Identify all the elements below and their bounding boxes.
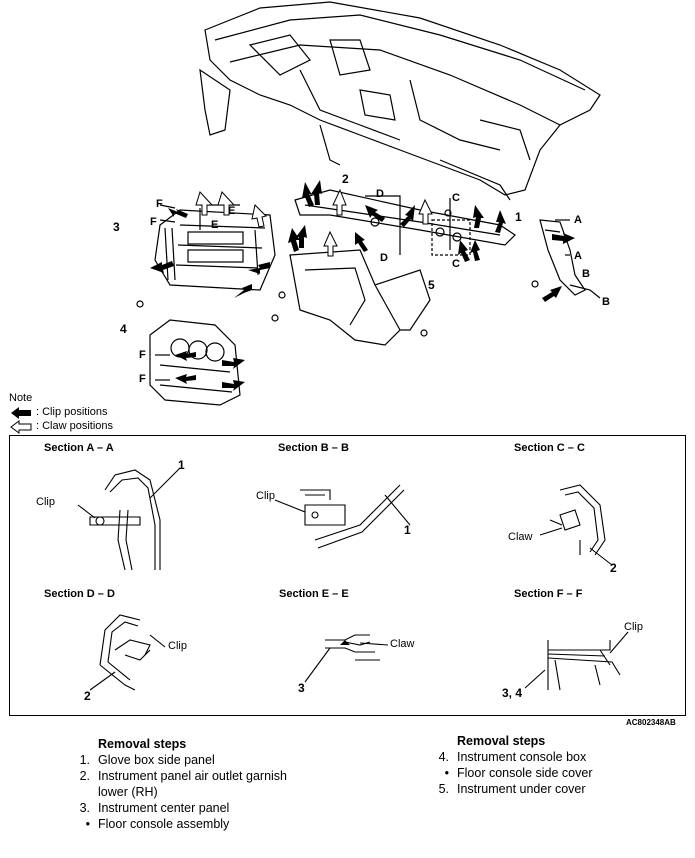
section-e-title: Section E – E [279,588,349,600]
section-d-clip-label: Clip [168,640,187,652]
marker-e-top: E [228,205,236,217]
section-f-drawing [524,631,629,691]
marker-e-bottom: E [211,219,219,231]
removal-heading-left: Removal steps [98,737,187,751]
console-box-outline [149,319,241,406]
callout-3: 3 [113,220,120,234]
callout-4: 4 [120,322,127,336]
section-a-part-label: 1 [178,458,185,472]
section-e-claw-label: Claw [390,638,415,650]
marker-d-bottom: D [380,252,388,264]
section-c-drawing [539,484,613,566]
marker-f-3: F [139,349,146,361]
callout-2: 2 [342,172,349,186]
section-a-drawing [77,467,181,571]
under-cover-outline [289,249,401,346]
list-item: 4.Instrument console box [438,750,587,764]
claw-arrow-icon [10,420,32,434]
clip-arrows [150,180,575,391]
list-item: 1.Glove box side panel [79,753,215,767]
list-item: 2.Instrument panel air outlet garnish [79,769,287,783]
removal-steps-right: Removal steps 4.Instrument console box •… [423,733,593,797]
section-c-title: Section C – C [514,442,585,454]
list-item: lower (RH) [98,785,158,799]
marker-f-1: F [156,198,163,210]
marker-b-bottom: B [602,296,610,308]
section-a-title: Section A – A [44,442,114,454]
section-e-part-label: 3 [298,681,305,695]
marker-a-top: A [574,214,582,226]
section-d-title: Section D – D [44,588,115,600]
callout-1: 1 [515,210,522,224]
section-f-part-label: 3, 4 [502,686,523,700]
list-item: •Floor console side cover [444,766,593,780]
note-title: Note [9,392,33,404]
list-item: 5.Instrument under cover [438,782,586,796]
removal-heading-right: Removal steps [457,734,546,748]
section-a-clip-label: Clip [36,496,55,508]
marker-c-top: C [452,192,460,204]
list-item: •Floor console assembly [85,817,230,831]
removal-steps-left: Removal steps 1.Glove box side panel 2.I… [64,736,287,832]
marker-d-top: D [376,188,384,200]
section-drawings [77,467,629,691]
section-d-drawing [89,614,166,691]
section-b-title: Section B – B [278,442,349,454]
center-panel-outline [154,209,276,291]
side-panel-outline [539,219,586,296]
section-b-drawing [274,484,411,549]
section-e-drawing [304,634,389,683]
marker-f-4: F [139,373,146,385]
section-b-part-label: 1 [404,523,411,537]
marker-a-bottom: A [574,250,582,262]
section-b-clip-label: Clip [256,490,275,502]
clip-arrow-icon [11,407,31,419]
legend-arrow-icons [10,407,32,434]
claw-arrows [195,188,433,257]
section-c-claw-label: Claw [508,531,533,543]
section-views-box [9,435,686,716]
callout-5: 5 [428,278,435,292]
clip-legend-text: : Clip positions [36,406,108,418]
section-f-title: Section F – F [514,588,583,600]
marker-f-2: F [150,216,157,228]
section-c-part-label: 2 [610,561,617,575]
section-d-part-label: 2 [84,689,91,703]
claw-legend-text: : Claw positions [36,420,114,432]
figure-code: AC802348AB [626,718,676,727]
marker-b-top: B [582,268,590,280]
exploded-view-drawing [136,1,601,406]
instrument-panel-outline [204,1,601,196]
section-f-clip-label: Clip [624,621,643,633]
list-item: 3.Instrument center panel [79,801,230,815]
marker-c-bottom: C [452,258,460,270]
air-outlet-garnish-outline [294,189,516,246]
